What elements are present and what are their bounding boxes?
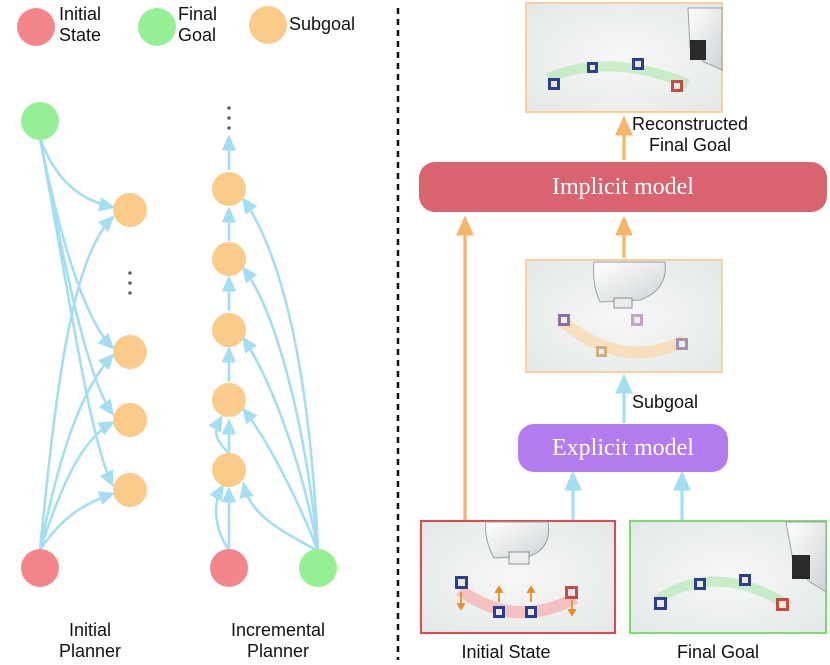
reconstructed-goal-image [525, 2, 723, 113]
arrow-init-to-subgoal-2 [38, 353, 115, 551]
arrow-goal-to-inc-5 [241, 196, 320, 552]
final-goal-image [629, 520, 827, 634]
initial-state-image [420, 520, 616, 634]
vertical-ellipsis-icon [128, 271, 132, 295]
initial-state-node [21, 549, 59, 587]
block-icon [654, 574, 789, 611]
incremental-planner-arrows [208, 134, 320, 553]
right-arrows [456, 115, 691, 520]
legend-final-goal-dot [138, 8, 176, 46]
motion-arrows [456, 585, 577, 617]
robot-gripper-icon [690, 40, 706, 60]
legend-initial-state-label: Initial State [59, 4, 102, 45]
incremental-planner-nodes [210, 106, 337, 587]
subgoal-node [212, 172, 246, 206]
implicit-model-box: Implicit model [419, 162, 827, 212]
arrow-goal-to-inc-3 [241, 335, 320, 552]
vertical-ellipsis-icon [227, 106, 231, 130]
legend-initial-state-dot [17, 8, 55, 46]
arrow-init-to-subgoal-1 [38, 215, 115, 551]
explicit-model-box: Explicit model [518, 424, 728, 472]
initial-state-node [210, 549, 248, 587]
initial-state-caption: Initial State [461, 642, 551, 662]
arrow-init-to-subgoal-3 [38, 421, 116, 551]
robot-gripper-icon [792, 555, 810, 579]
subgoal-node [113, 335, 147, 369]
arrow-goal-to-inc-1 [239, 481, 319, 553]
legend-subgoal-label: Subgoal [289, 14, 356, 34]
arrow-goal-to-inc-2 [241, 407, 320, 552]
arrow-goal-to-inc-4 [241, 266, 320, 552]
subgoal-node [212, 453, 246, 487]
final-goal-caption: Final Goal [676, 642, 760, 662]
legend-circles [17, 6, 287, 46]
subgoal-node [113, 403, 147, 437]
subgoal-node [113, 193, 147, 227]
arrow-goal-to-subgoal-1 [38, 137, 116, 212]
subgoal-node [212, 242, 246, 276]
arrow-init-to-subgoal-4 [38, 491, 116, 551]
reconstructed-final-goal-label: Reconstructed Final Goal [632, 114, 749, 155]
subgoal-node [212, 383, 246, 417]
initial-planner-label: Initial Planner [58, 620, 122, 661]
subgoal-node [212, 313, 246, 347]
incremental-planner-label: Incremental Planner [230, 620, 326, 661]
block-icon [558, 314, 688, 357]
final-goal-node [299, 549, 337, 587]
legend-final-goal-label: Final Goal [178, 4, 218, 45]
arrow-goal-to-subgoal-4 [38, 137, 114, 488]
initial-planner-arrows [38, 137, 116, 551]
final-goal-node [21, 102, 59, 140]
initial-planner-nodes [21, 102, 147, 587]
subgoal-image [525, 259, 723, 373]
subgoal-arrow-label: Subgoal [632, 392, 699, 412]
legend-subgoal-dot [249, 6, 287, 44]
block-icon [455, 576, 578, 618]
subgoal-node [113, 473, 147, 507]
block-icon [548, 58, 683, 92]
